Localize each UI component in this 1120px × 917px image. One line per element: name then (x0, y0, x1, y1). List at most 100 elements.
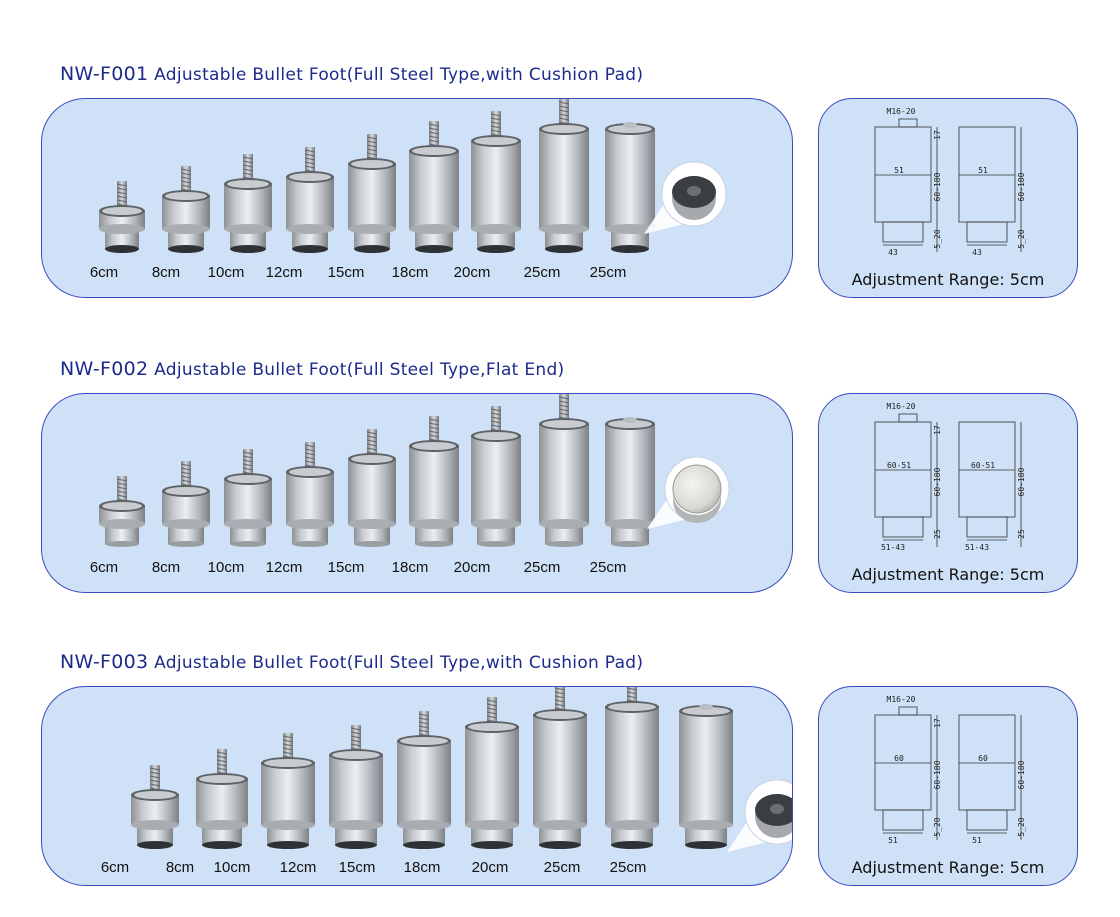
size-label: 10cm (207, 559, 245, 576)
bullet-foot (224, 449, 272, 547)
technical-drawing-panel: M16-20 60-51 51-43 60-180 17 25 60-51 51-43 60-1… (818, 393, 1078, 593)
bullet-foot (397, 711, 451, 849)
size-label: 18cm (391, 264, 429, 281)
product-title: Adjustable Bullet Foot(Full Steel Type,w… (154, 65, 644, 85)
size-label: 8cm (165, 859, 195, 876)
size-label: 12cm (265, 264, 303, 281)
bullet-foot (329, 725, 383, 849)
bullet-foot (471, 111, 521, 253)
end-detail-zoom (644, 161, 727, 234)
adjustment-range-label: Adjustment Range: 5cm (851, 858, 1045, 877)
drawing-dimension: M16-20 (887, 402, 916, 411)
adjustment-range-label: Adjustment Range: 5cm (851, 565, 1045, 584)
product-title: Adjustable Bullet Foot(Full Steel Type,F… (154, 360, 565, 380)
drawing-dimension: 60 (978, 754, 988, 763)
product-section-3: NW-F003 Adjustable Bullet Foot(Full Stee… (0, 651, 1120, 901)
size-label: 6cm (100, 859, 130, 876)
product-section-2: NW-F002 Adjustable Bullet Foot(Full Stee… (0, 358, 1120, 608)
size-label: 18cm (391, 559, 429, 576)
size-label: 25cm (589, 559, 627, 576)
drawing-dimension: 60-51 (887, 461, 911, 470)
section-title: NW-F001 Adjustable Bullet Foot(Full Stee… (60, 63, 643, 85)
bullet-foot (286, 147, 334, 253)
product-title: Adjustable Bullet Foot(Full Steel Type,w… (154, 653, 644, 673)
bullet-foot (99, 181, 145, 253)
size-label: 25cm (609, 859, 647, 876)
drawing-dimension: 17 (933, 425, 942, 435)
drawing-dimension: 5_20 (1017, 817, 1026, 836)
size-label: 8cm (151, 559, 181, 576)
bullet-foot (348, 134, 396, 253)
drawing-dimension: 51-43 (881, 543, 905, 552)
bullet-foot (605, 122, 655, 253)
drawing-dimension: 60-180 (1017, 760, 1026, 789)
drawing-dimension: 17 (933, 718, 942, 728)
drawing-dimension: 51-43 (965, 543, 989, 552)
bullet-foot (539, 99, 589, 253)
size-label: 20cm (453, 559, 491, 576)
size-label: 6cm (89, 559, 119, 576)
drawing-dimension: 25 (933, 529, 942, 539)
product-lineup-panel: 6cm 8cm 10cm 12cm 15cm 18cm 20cm 25cm 25cm (41, 393, 793, 593)
size-label: 20cm (471, 859, 509, 876)
drawing-dimension: 60-180 (933, 760, 942, 789)
size-label: 8cm (151, 264, 181, 281)
product-code: NW-F003 (60, 651, 149, 673)
size-label: 12cm (279, 859, 317, 876)
bullet-foot (162, 166, 210, 253)
product-code: NW-F002 (60, 358, 149, 380)
size-label: 10cm (207, 264, 245, 281)
adjustment-range-label: Adjustment Range: 5cm (851, 270, 1045, 289)
bullet-foot (605, 687, 659, 849)
bullet-foot (261, 733, 315, 849)
drawing-dimension: 60-51 (971, 461, 995, 470)
drawing-dimension: 5_20 (933, 817, 942, 836)
section-title: NW-F003 Adjustable Bullet Foot(Full Stee… (60, 651, 643, 673)
drawing-dimension: 17 (933, 130, 942, 140)
bullet-foot (471, 406, 521, 547)
bullet-foot (533, 687, 587, 849)
end-detail-zoom (727, 779, 792, 852)
product-code: NW-F001 (60, 63, 149, 85)
drawing-dimension: 60-180 (933, 467, 942, 496)
bullet-foot (162, 461, 210, 547)
bullet-foot (348, 429, 396, 547)
size-label: 12cm (265, 559, 303, 576)
bullet-foot (605, 417, 655, 547)
bullet-foot (679, 704, 733, 849)
drawing-dimension: 60-180 (933, 172, 942, 201)
bullet-foot (196, 749, 248, 849)
size-label: 25cm (523, 264, 561, 281)
drawing-dimension: 43 (972, 248, 982, 257)
bullet-foot (539, 394, 589, 547)
drawing-dimension: 60-180 (1017, 467, 1026, 496)
section-title: NW-F002 Adjustable Bullet Foot(Full Stee… (60, 358, 564, 380)
bullet-foot (131, 765, 179, 849)
drawing-dimension: 51 (978, 166, 988, 175)
size-label: 20cm (453, 264, 491, 281)
bullet-foot (224, 154, 272, 253)
drawing-dimension: 51 (894, 166, 904, 175)
bullet-foot (409, 121, 459, 253)
drawing-dimension: 60-180 (1017, 172, 1026, 201)
drawing-dimension: 43 (888, 248, 898, 257)
drawing-dimension: 60 (894, 754, 904, 763)
size-label: 15cm (327, 264, 365, 281)
size-label: 10cm (213, 859, 251, 876)
drawing-dimension: 51 (888, 836, 898, 845)
bullet-foot (465, 697, 519, 849)
size-label: 6cm (89, 264, 119, 281)
size-label: 15cm (327, 559, 365, 576)
size-label: 25cm (589, 264, 627, 281)
size-label: 25cm (523, 559, 561, 576)
product-lineup-panel: 6cm 8cm 10cm 12cm 15cm 18cm 20cm 25cm 25cm (41, 98, 793, 298)
drawing-dimension: 5_20 (1017, 229, 1026, 248)
size-label: 15cm (338, 859, 376, 876)
drawing-dimension: 5_20 (933, 229, 942, 248)
drawing-dimension: M16-20 (887, 695, 916, 704)
drawing-dimension: 25 (1017, 529, 1026, 539)
bullet-foot (409, 416, 459, 547)
bullet-foot (286, 442, 334, 547)
